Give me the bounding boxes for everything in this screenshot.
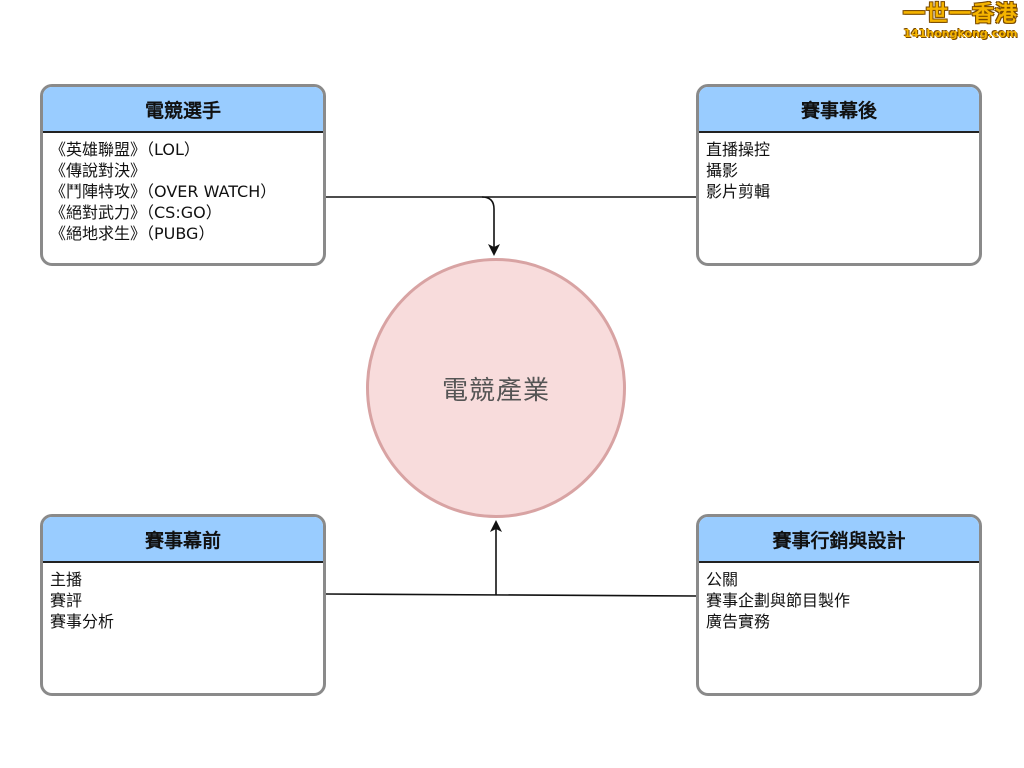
- event-frontstage-title: 賽事幕前: [43, 517, 323, 563]
- site-watermark-logo: 一世一香港 141hongkong.com: [902, 2, 1018, 40]
- esports-industry-hub-circle: 電競產業: [366, 258, 626, 518]
- esports-players-box: 電競選手 《英雄聯盟》（LOL） 《傳說對決》 《鬥陣特攻》（OVER WATC…: [40, 84, 326, 266]
- list-item: 《鬥陣特攻》（OVER WATCH）: [50, 182, 277, 201]
- list-item: 攝影: [706, 161, 739, 180]
- list-item: 《絕地求生》（PUBG）: [50, 224, 215, 243]
- list-item: 賽事分析: [50, 612, 115, 631]
- event-marketing-design-list: 公關 賽事企劃與節目製作 廣告實務: [699, 563, 979, 632]
- list-item: 《英雄聯盟》（LOL）: [50, 140, 200, 159]
- event-frontstage-list: 主播 賽評 賽事分析: [43, 563, 323, 632]
- bottom-connector-line: [325, 593, 697, 597]
- event-backstage-title: 賽事幕後: [699, 87, 979, 133]
- event-frontstage-box: 賽事幕前 主播 賽評 賽事分析: [40, 514, 326, 696]
- list-item: 賽評: [50, 591, 83, 610]
- list-item: 《絕對武力》（CS:GO）: [50, 203, 222, 222]
- hub-label: 電競產業: [441, 375, 550, 406]
- list-item: 廣告實務: [706, 612, 771, 631]
- event-backstage-list: 直播操控 攝影 影片剪輯: [699, 133, 979, 202]
- watermark-url: 141hongkong.com: [903, 27, 1018, 40]
- list-item: 影片剪輯: [706, 182, 771, 201]
- list-item: 主播: [50, 570, 83, 589]
- watermark-title: 一世一香港: [902, 2, 1018, 27]
- esports-players-title: 電競選手: [43, 87, 323, 133]
- list-item: 直播操控: [706, 140, 771, 159]
- event-marketing-design-box: 賽事行銷與設計 公關 賽事企劃與節目製作 廣告實務: [696, 514, 982, 696]
- event-backstage-box: 賽事幕後 直播操控 攝影 影片剪輯: [696, 84, 982, 266]
- event-marketing-design-title: 賽事行銷與設計: [699, 517, 979, 563]
- esports-players-list: 《英雄聯盟》（LOL） 《傳說對決》 《鬥陣特攻》（OVER WATCH） 《絕…: [43, 133, 323, 244]
- list-item: 賽事企劃與節目製作: [706, 591, 851, 610]
- top-connector-line: [326, 196, 500, 256]
- list-item: 《傳說對決》: [50, 161, 147, 180]
- list-item: 公關: [706, 570, 739, 589]
